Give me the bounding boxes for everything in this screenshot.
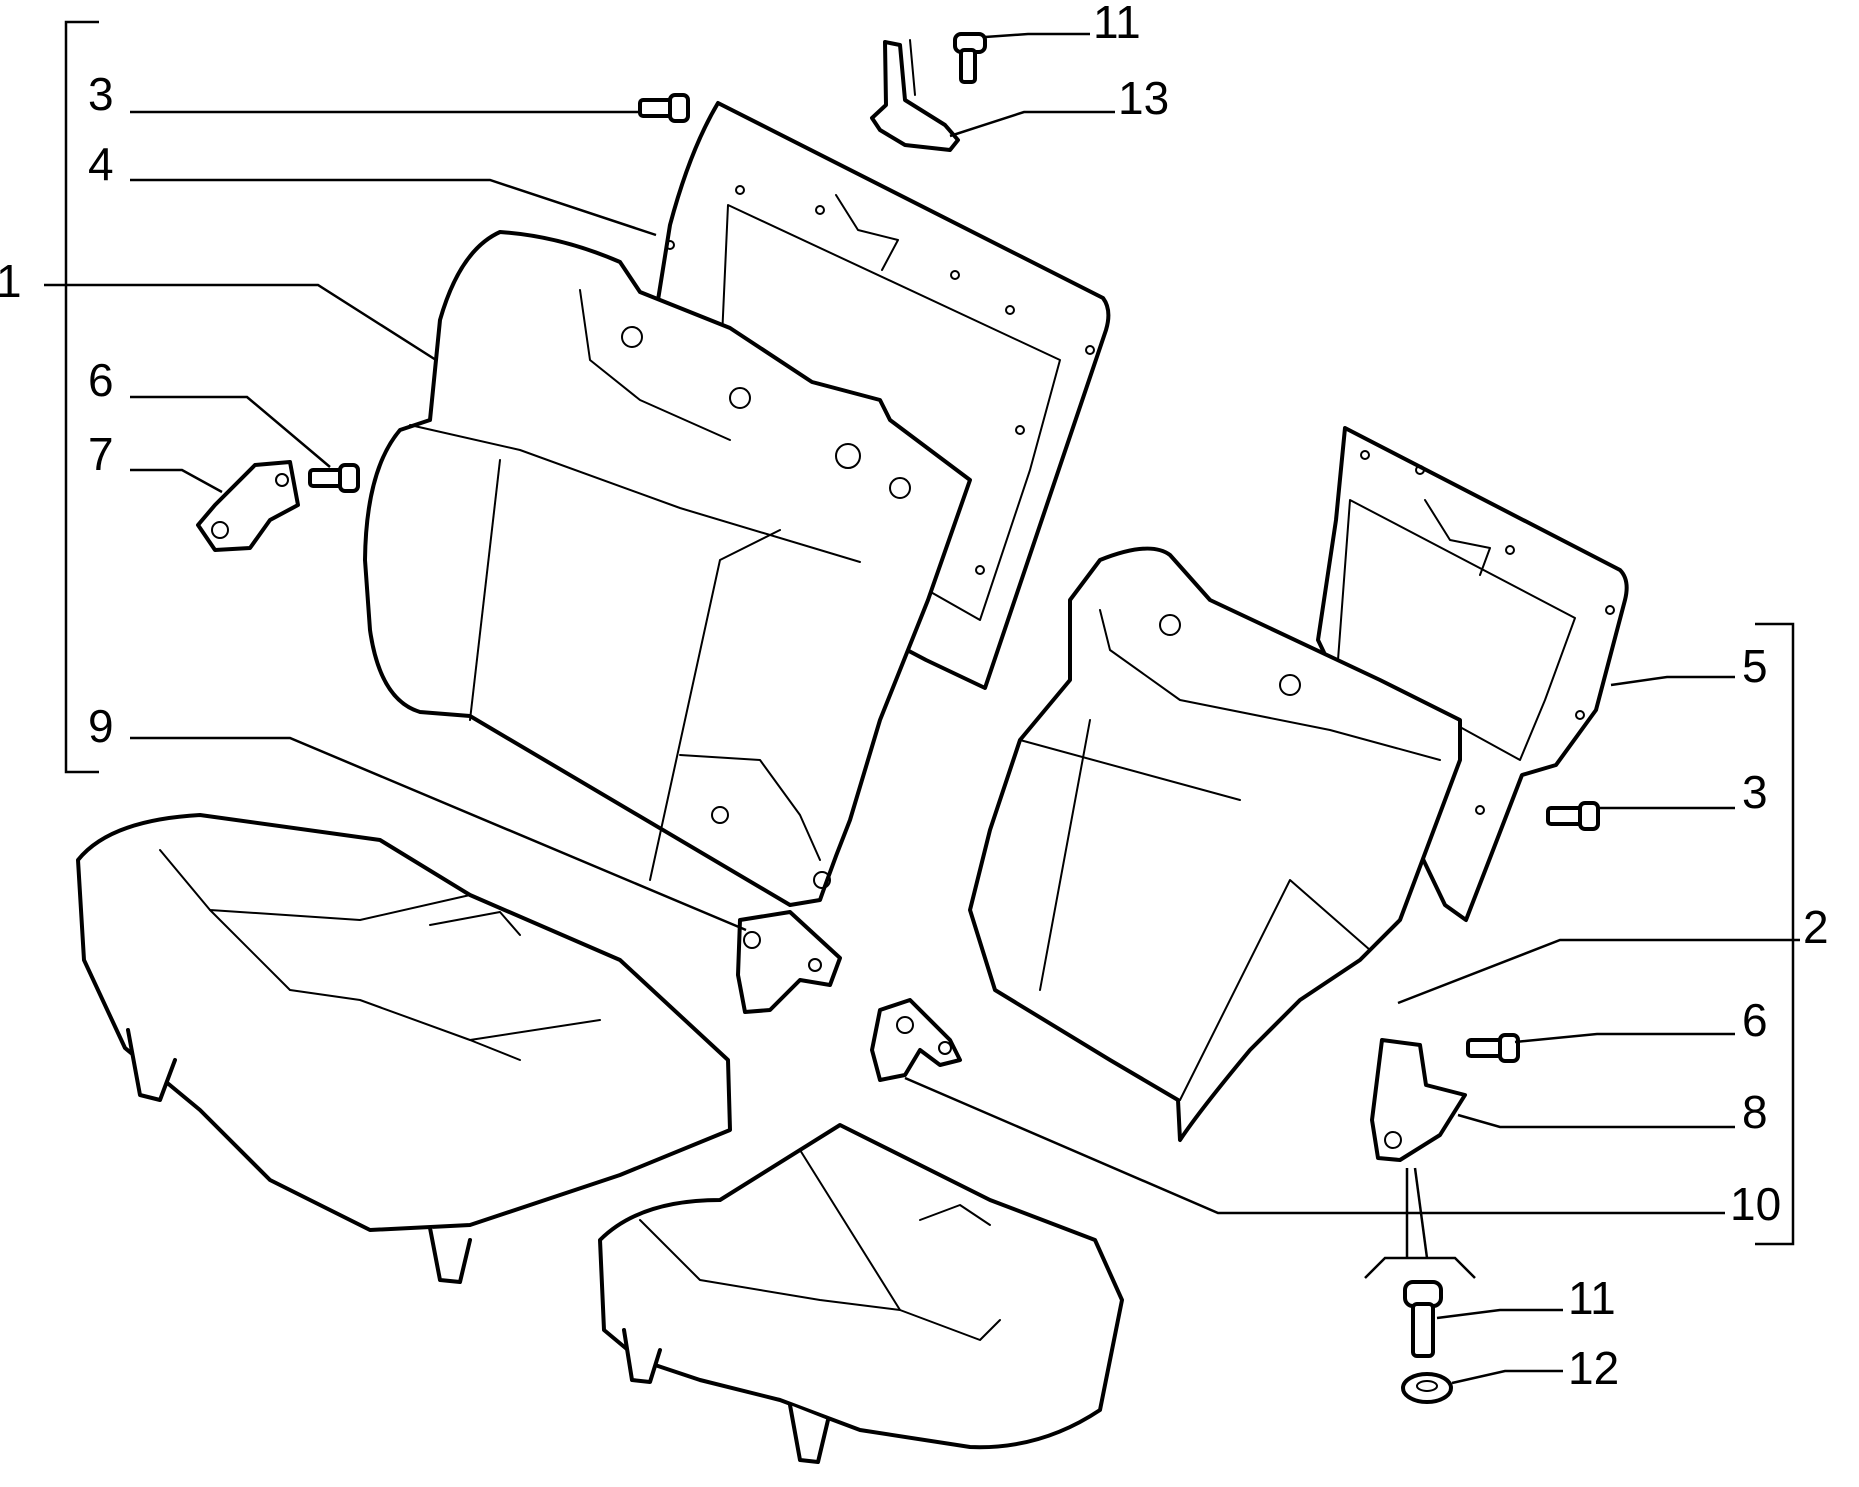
callout-13: 13 [1118, 72, 1169, 124]
hinge-bracket-9 [736, 910, 842, 1014]
hinge-bracket-8 [1370, 1038, 1467, 1162]
leader-13 [949, 110, 1115, 138]
callout-1: 1 [0, 255, 22, 307]
left-backrest-cushion [363, 230, 972, 907]
leader-1 [44, 283, 437, 362]
bolt-6-right [1466, 1033, 1520, 1063]
bolt-11-bottom [1403, 1280, 1443, 1358]
callout-2: 2 [1803, 901, 1829, 953]
callout-11-bottom: 11 [1568, 1272, 1616, 1324]
callout-4: 4 [88, 138, 114, 190]
right-seat-cushion [598, 1123, 1124, 1464]
callout-12: 12 [1568, 1342, 1619, 1394]
leader-2 [1397, 938, 1800, 1005]
assembly-bracket-2 [1755, 622, 1795, 1246]
callout-10: 10 [1730, 1178, 1781, 1230]
callout-9: 9 [88, 700, 114, 752]
callout-7: 7 [88, 428, 114, 480]
leader-7 [130, 468, 223, 494]
assembly-bracket-1 [64, 20, 99, 774]
washer-12 [1401, 1372, 1453, 1404]
bolt-3-left [638, 93, 690, 123]
bolt-11-top [953, 32, 987, 84]
leader-6-right [1514, 1032, 1735, 1044]
leader-6-left [130, 395, 331, 468]
bolt-6-left [308, 463, 360, 493]
fastener-group [1364, 1167, 1476, 1279]
callout-8: 8 [1742, 1086, 1768, 1138]
leader-10 [904, 1076, 1725, 1215]
callout-5: 5 [1742, 640, 1768, 692]
hinge-13 [870, 39, 960, 152]
callout-3-left: 3 [88, 68, 114, 120]
left-seat-cushion [76, 813, 732, 1284]
callout-6-left: 6 [88, 354, 114, 406]
leader-11-top [984, 32, 1090, 39]
bolt-3-right [1546, 801, 1600, 831]
hinge-bracket-10 [870, 998, 962, 1082]
hinge-bracket-7 [196, 460, 300, 552]
leader-12 [1451, 1369, 1563, 1385]
right-backrest-cushion [968, 546, 1462, 1142]
callout-6-right: 6 [1742, 994, 1768, 1046]
callout-3-right: 3 [1742, 766, 1768, 818]
leader-11-bottom [1436, 1308, 1563, 1320]
leader-5 [1610, 675, 1735, 687]
leader-8 [1457, 1113, 1735, 1129]
leader-4 [130, 178, 657, 237]
leader-9 [130, 736, 747, 932]
callout-11-top: 11 [1093, 0, 1141, 48]
